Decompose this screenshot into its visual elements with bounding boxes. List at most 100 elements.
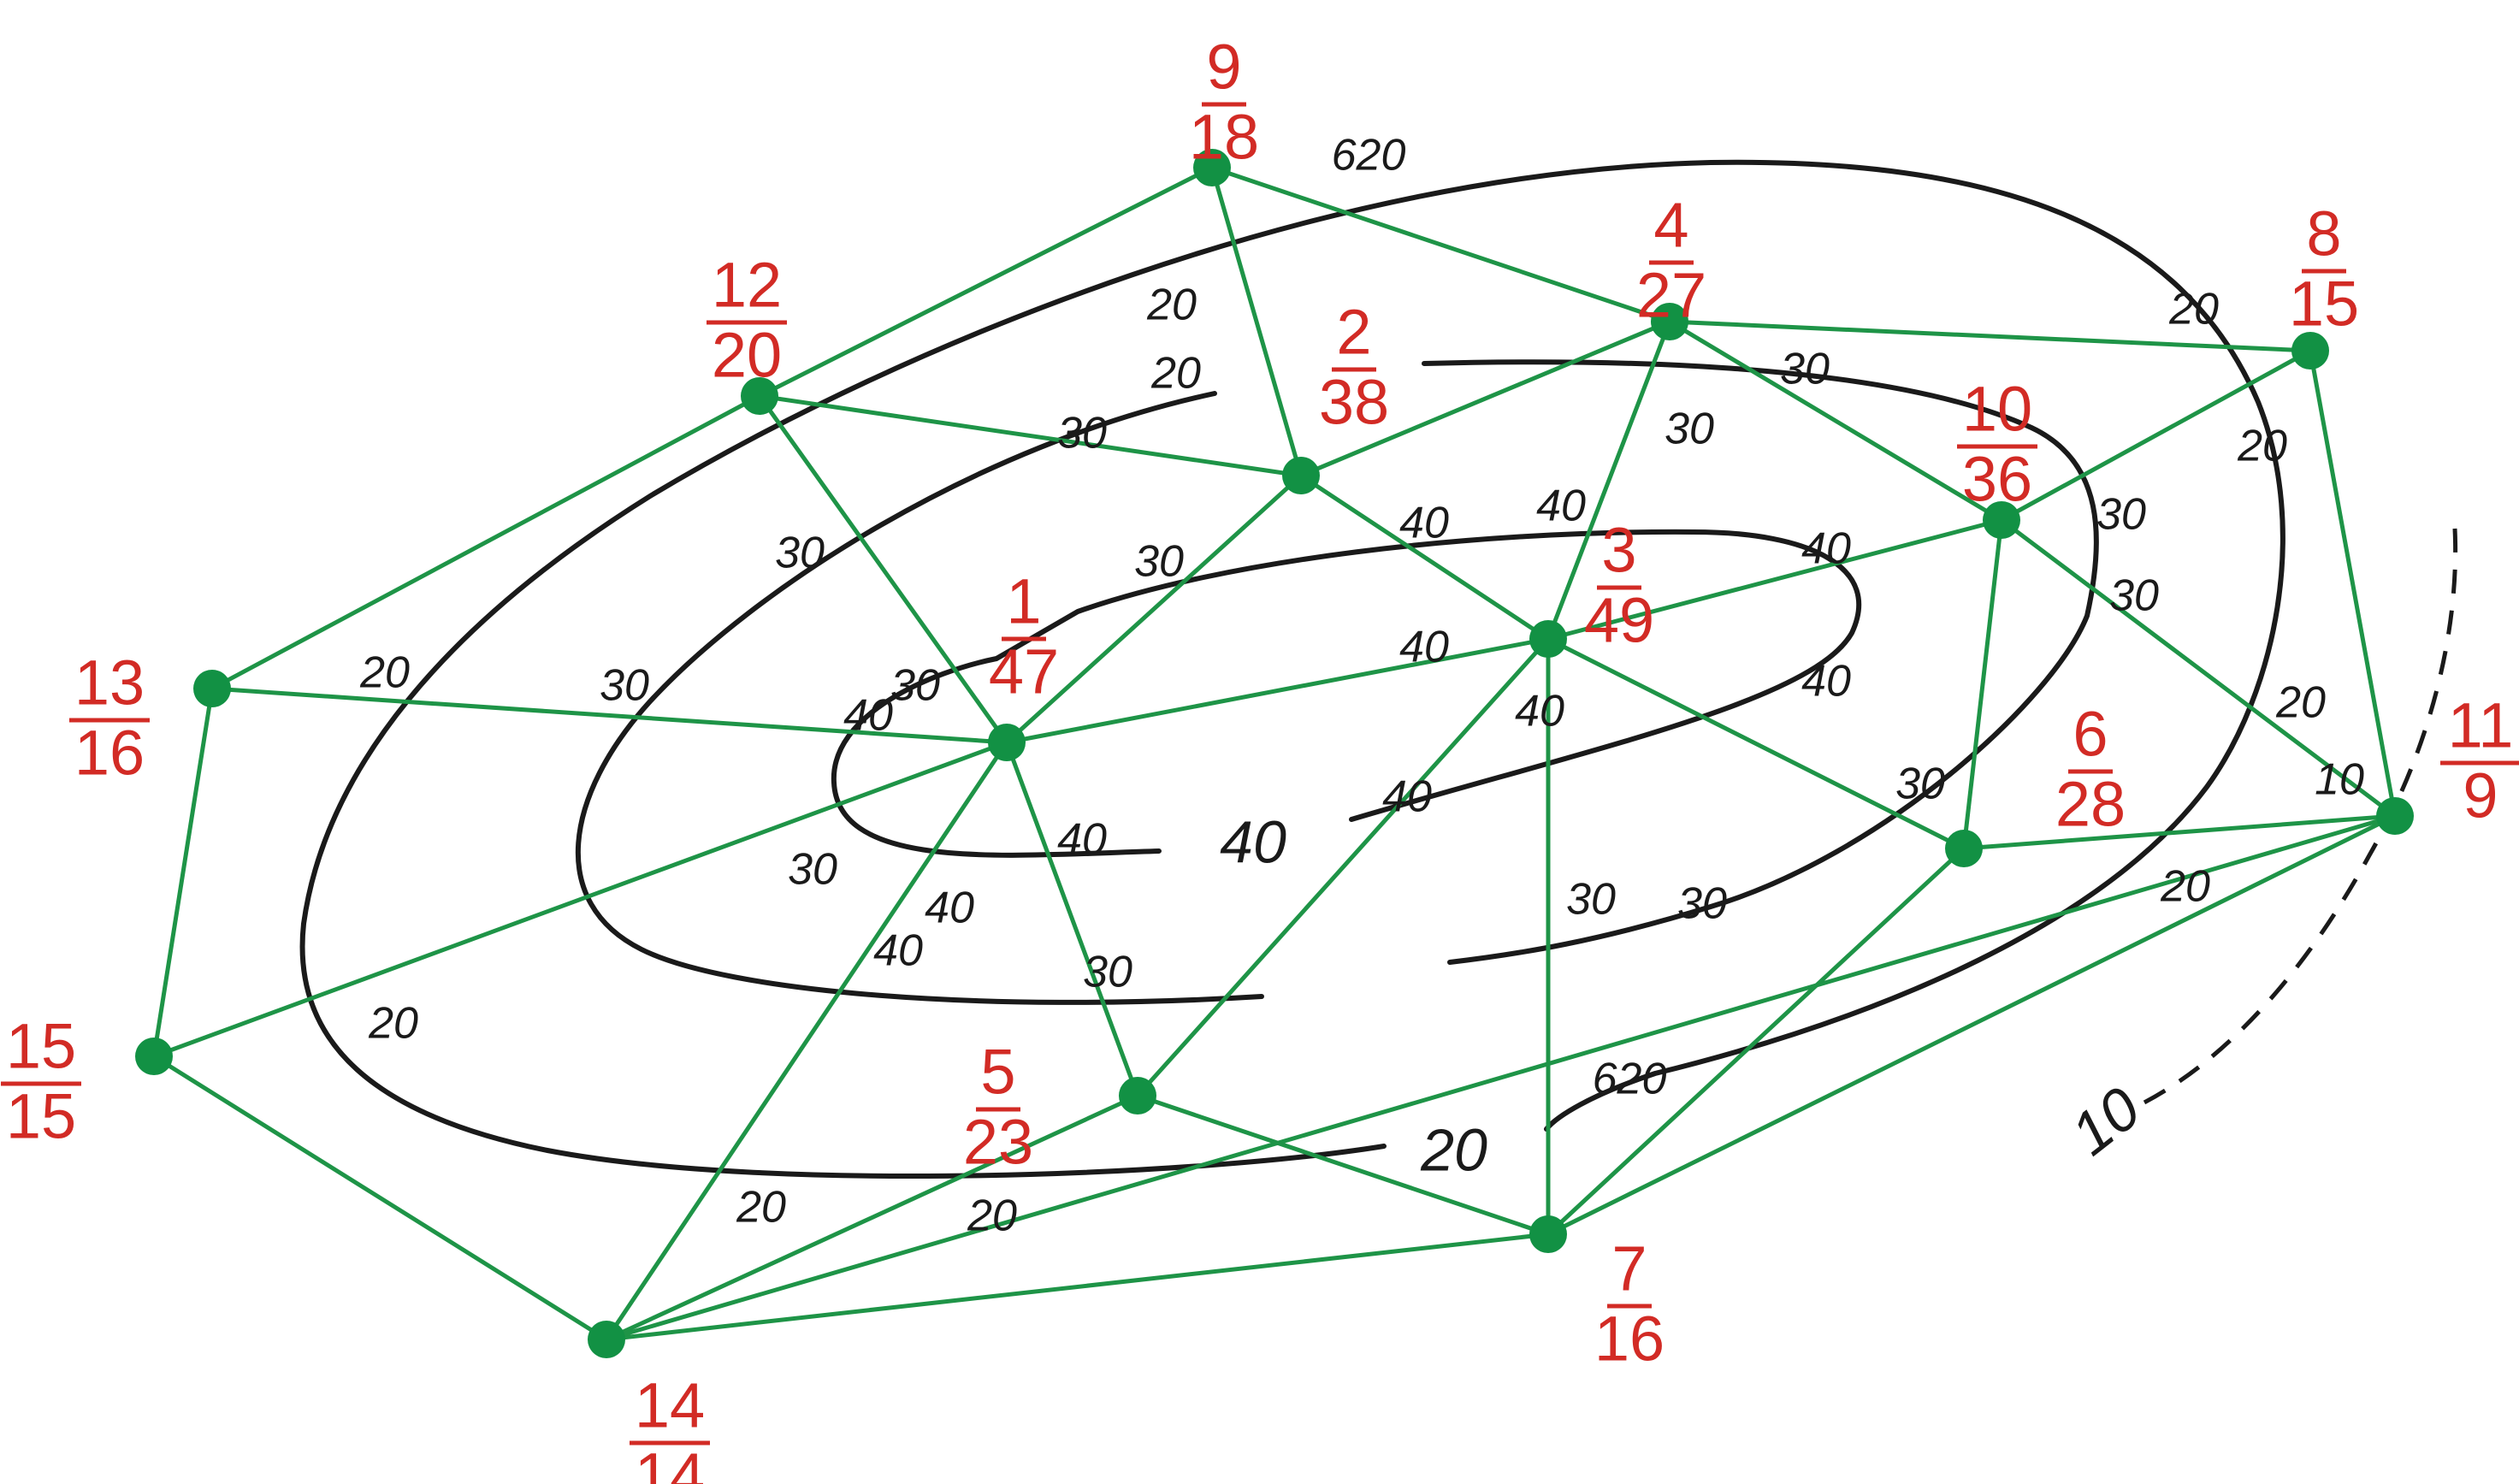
contour-label-30: 30 [2096,490,2146,540]
node-6-number: 6 [2073,699,2108,770]
node-9-number: 9 [1206,32,1241,103]
contour-label-7: 30 [890,661,940,711]
contour-label-17: 20 [359,648,410,698]
node-6-value: 28 [2055,769,2126,840]
node-8-label: 815 [2289,198,2359,340]
node-7-number: 7 [1611,1233,1647,1304]
edge-9-4 [1211,165,1670,324]
node-7-value: 16 [1594,1304,1665,1375]
edge-group [151,165,2398,1342]
node-1-number: 1 [1006,566,1041,637]
edge-1-13 [211,686,1008,745]
edge-10-11 [2000,518,2397,818]
edge-10-3 [1547,517,2002,641]
edge-8-10 [2000,348,2312,523]
node-10-value: 36 [1962,444,2032,515]
node-2-number: 2 [1336,297,1371,368]
edge-6-11 [1963,813,2396,851]
contour-label-14: 40 [1057,815,1107,865]
contour-label-32: 20 [736,1183,786,1233]
node-5-number: 5 [980,1037,1015,1108]
contour-label-16: 30 [1083,948,1132,997]
contour-label-21: 10 [2315,755,2364,805]
node-13-number: 13 [74,647,145,718]
node-5-label: 523 [963,1037,1033,1178]
node-10-dot [1983,501,2020,539]
node-11-label: 119 [2440,690,2519,831]
node-4-label: 427 [1636,190,1706,331]
edge-8-11 [2308,350,2398,817]
node-5-value: 23 [963,1107,1033,1178]
edge-1-15 [153,740,1008,1059]
edge-5-7 [1137,1093,1549,1237]
contour-label-8: 40 [843,691,893,741]
edge-6-7 [1546,847,1966,1236]
node-10-number: 10 [1962,374,2032,445]
edge-10-6 [1961,519,2004,849]
edge-1-5 [1004,742,1140,1097]
edge-9-2 [1209,167,1304,476]
edge-3-6 [1546,636,1966,851]
contour-label-1: 20 [1146,281,1197,330]
node-1-dot [988,724,1026,761]
edge-7-11 [1546,813,2397,1237]
isoline-10-dashed [2141,528,2458,1106]
node-9-label: 918 [1189,32,1259,173]
edge-9-12 [758,165,1214,399]
node-6-label: 628 [2055,699,2126,840]
contour-label-6: 30 [1134,537,1184,587]
contour-label-3: 30 [1057,409,1107,458]
edge-14-11 [606,813,2396,1342]
contour-label-38: 40 [1220,808,1286,875]
node-2-value: 38 [1319,367,1389,438]
edge-1-14 [604,741,1009,1341]
edge-12-1 [757,394,1009,744]
node-15-value: 15 [6,1081,76,1152]
edge-3-5 [1136,637,1550,1097]
contour-label-37: 30 [1566,875,1616,925]
edge-14-7 [606,1232,1549,1342]
node-11-value: 9 [2463,760,2498,831]
node-15-dot [135,1038,173,1075]
contour-label-11: 40 [1399,623,1449,672]
node-8-number: 8 [2306,198,2341,269]
node-3-value: 49 [1584,585,1654,656]
contour-label-40: 10 [2059,1074,2152,1168]
edge-4-10 [1668,319,2003,523]
node-1-label: 147 [989,566,1059,707]
edge-12-13 [210,393,761,691]
node-3-label: 349 [1584,515,1654,656]
node-2-label: 238 [1319,297,1389,438]
node-11-dot [2376,797,2414,835]
contour-label-31: 20 [2160,862,2210,912]
contour-label-25: 40 [873,926,923,976]
contour-label-13: 40 [1382,772,1432,822]
node-13-value: 16 [74,718,145,789]
node-4-dot [1651,303,1688,340]
contour-label-5: 30 [600,661,649,711]
node-8-dot [2291,332,2329,370]
node-14-dot [588,1321,625,1358]
contour-label-33: 620 [1593,1055,1667,1104]
node-group [135,149,2414,1358]
contour-label-19: 30 [1665,405,1714,454]
contour-label-23: 40 [1801,657,1851,707]
edge-15-14 [152,1054,608,1342]
edge-2-1 [1005,474,1303,744]
node-15-number: 15 [6,1011,76,1082]
node-14-value: 14 [635,1440,705,1484]
contour-label-27: 30 [1677,879,1727,929]
node-7-dot [1529,1215,1567,1253]
edge-3-1 [1006,636,1549,745]
contour-label-39: 20 [1420,1116,1487,1183]
contour-label-29: 20 [2275,678,2326,728]
node-4-value: 27 [1636,260,1706,331]
contour-label-24: 40 [1801,524,1851,574]
node-7-label: 716 [1594,1233,1665,1375]
contour-label-28: 30 [1895,760,1945,809]
node-12-value: 20 [712,320,782,391]
